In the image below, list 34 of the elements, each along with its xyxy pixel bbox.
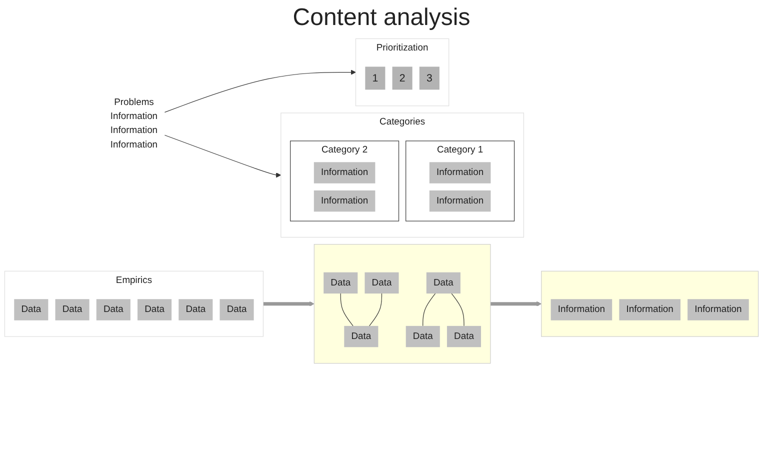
node-box: Data (324, 272, 358, 294)
node-text: Problems Information Information Information (110, 97, 158, 150)
node-box: Data (406, 326, 440, 348)
node-box: Data (344, 326, 378, 348)
connector (340, 293, 354, 326)
arrow (164, 70, 356, 113)
cluster (541, 270, 759, 337)
node-box: Information (314, 162, 376, 184)
node-box: Data (426, 272, 460, 294)
arrow (164, 134, 282, 178)
node-box: Information (429, 190, 491, 212)
node-box: Information (550, 299, 612, 320)
cluster (314, 244, 491, 364)
node-box: Data (446, 326, 482, 348)
node-box: 2 (392, 66, 412, 90)
connector (422, 293, 436, 326)
connector (451, 293, 464, 326)
node-box: Data (138, 299, 172, 320)
node-box: Data (364, 272, 399, 294)
connector (369, 293, 382, 326)
node-box: Information (429, 162, 491, 184)
node-box: Information (619, 299, 680, 320)
node-box: Information (314, 190, 376, 212)
node-box: Information (688, 299, 749, 320)
node-box: Data (220, 299, 254, 320)
node-box: Data (55, 299, 90, 320)
node-box: Data (14, 299, 48, 320)
node-box: 1 (365, 66, 386, 90)
diagram-title: Content analysis (292, 4, 472, 32)
node-box: Data (178, 299, 213, 320)
node-box: Data (96, 299, 130, 320)
arrow (490, 301, 542, 306)
node-box: 3 (419, 66, 440, 90)
arrow (262, 301, 314, 306)
